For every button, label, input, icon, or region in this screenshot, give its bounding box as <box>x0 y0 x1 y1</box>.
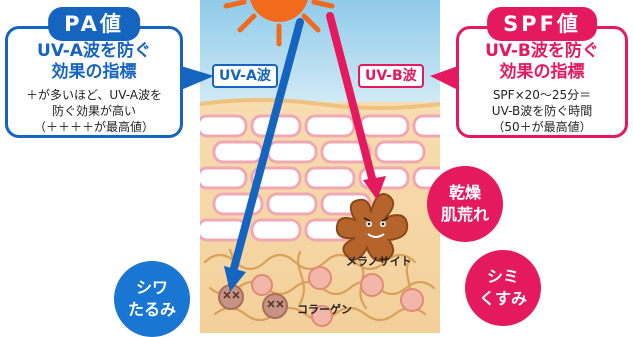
spf-subtitle-line1: UV-B波を防ぐ <box>485 41 599 61</box>
pa-description: ＋が多いほど、UV-A波を 防ぐ効果が高い （＋＋＋＋が最高値） <box>8 87 180 135</box>
uvb-ray <box>326 12 386 200</box>
uva-ray <box>224 18 304 292</box>
collagen-bundles <box>251 266 424 327</box>
spf-subtitle-line2: 効果の指標 <box>499 62 585 82</box>
pa-desc-line3: （＋＋＋＋が最高値） <box>33 120 154 134</box>
pa-callout-tail <box>181 66 214 90</box>
spf-info-box: SPF値 UV-B波を防ぐ 効果の指標 SPF×20～25分＝ UV-B波を防ぐ… <box>456 7 628 138</box>
spf-desc-line3: （50＋が最高値） <box>492 120 592 134</box>
spot-badge-line2: くすみ <box>478 289 527 308</box>
sky <box>200 0 440 110</box>
dryness-badge-line1: 乾燥 <box>448 183 481 202</box>
spf-callout-tail <box>430 66 458 90</box>
melanocyte-label: メラノサイト <box>346 255 412 268</box>
epidermis-cells <box>200 114 440 242</box>
wrinkle-badge-line2: たるみ <box>127 300 176 319</box>
spot-badge: シミ くすみ <box>465 250 541 326</box>
pa-desc-line2: 防ぐ効果が高い <box>51 104 136 118</box>
pa-title: PA値 <box>48 7 140 41</box>
spf-title: SPF値 <box>487 7 597 41</box>
spf-description: SPF×20～25分＝ UV-B波を防ぐ時間 （50＋が最高値） <box>459 87 625 135</box>
dryness-badge-line2: 肌荒れ <box>440 205 489 224</box>
spf-desc-line1: SPF×20～25分＝ <box>492 88 592 102</box>
wrinkle-badge: シワ たるみ <box>114 261 190 337</box>
pa-subtitle: UV-A波を防ぐ 効果の指標 <box>8 41 180 83</box>
spf-subtitle: UV-B波を防ぐ 効果の指標 <box>459 41 625 83</box>
uva-label: UV-A波 <box>212 64 278 88</box>
uvb-label: UV-B波 <box>358 64 424 88</box>
melanocyte <box>335 193 409 262</box>
spot-badge-line1: シミ <box>486 267 519 286</box>
dryness-badge: 乾燥 肌荒れ <box>427 166 503 242</box>
sun <box>223 0 335 47</box>
damaged-collagen <box>218 284 288 319</box>
wrinkle-badge-line1: シワ <box>135 278 168 297</box>
spf-desc-line2: UV-B波を防ぐ時間 <box>491 104 593 118</box>
pa-subtitle-line1: UV-A波を防ぐ <box>37 41 151 61</box>
pa-subtitle-line2: 効果の指標 <box>51 62 137 82</box>
collagen-label: コラーゲン <box>297 303 352 316</box>
pa-desc-line1: ＋が多いほど、UV-A波を <box>26 88 162 102</box>
pa-info-box: PA値 UV-A波を防ぐ 効果の指標 ＋が多いほど、UV-A波を 防ぐ効果が高い… <box>5 7 183 138</box>
